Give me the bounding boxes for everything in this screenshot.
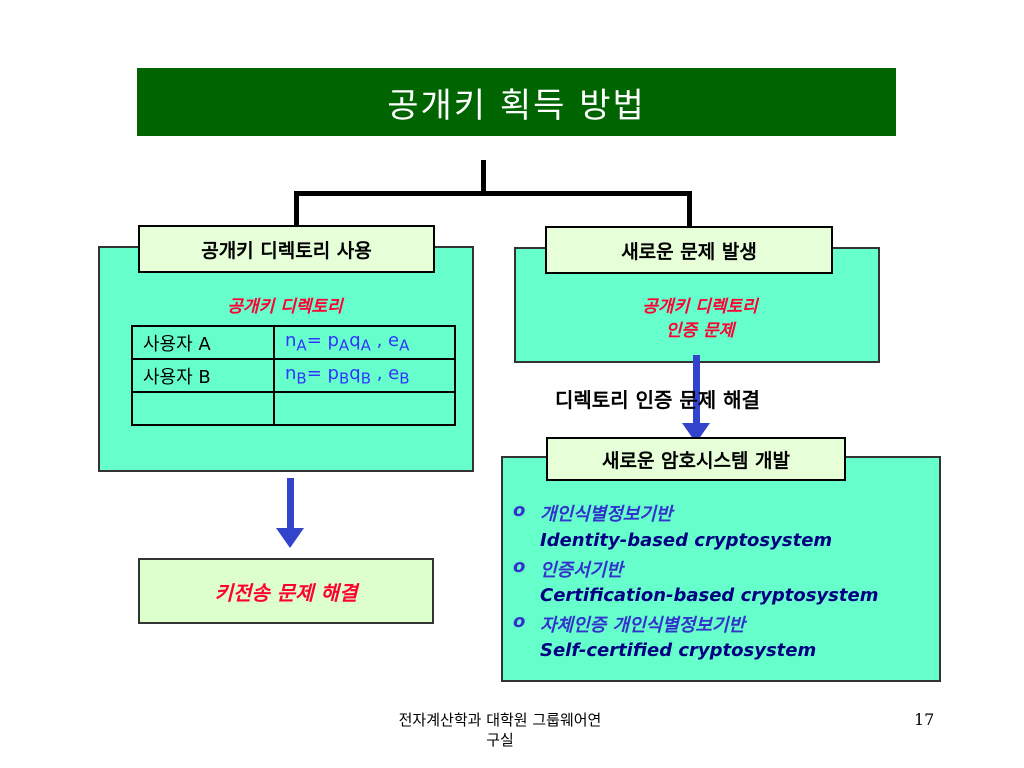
- connector-right-drop: [687, 191, 692, 227]
- table-row: 사용자 B nB= pBqB , eB: [131, 358, 456, 393]
- table-row: [131, 391, 456, 426]
- item-korean: 인증서기반: [540, 560, 623, 581]
- user-cell: 사용자 A: [131, 325, 275, 360]
- left-result-box: 키전송 문제 해결: [138, 558, 434, 624]
- directory-table: 사용자 A nA= pAqA , eA 사용자 B nB= pBqB , eB: [131, 325, 456, 426]
- connector-horizontal: [294, 191, 692, 196]
- footer-line1: 전자계산학과 대학원 그룹웨어연: [398, 711, 602, 729]
- connector-left-drop: [294, 191, 299, 227]
- item-english: Identity-based cryptosystem: [540, 530, 833, 551]
- left-arrow-head-icon: [276, 528, 304, 548]
- item-bullet: o: [513, 500, 526, 521]
- key-cell: nA= pAqA , eA: [273, 325, 456, 360]
- item-bullet: o: [513, 556, 526, 577]
- page-number: 17: [914, 710, 935, 729]
- footer-line2: 구실: [486, 731, 514, 749]
- table-row: 사용자 A nA= pAqA , eA: [131, 325, 456, 360]
- item-bullet: o: [513, 611, 526, 632]
- connector-vertical-top: [481, 160, 486, 195]
- user-cell: 사용자 B: [131, 358, 275, 393]
- resolution-text: 디렉토리 인증 문제 해결: [555, 388, 760, 412]
- user-cell: [131, 391, 275, 426]
- problem-line1: 공개키 디렉토리: [642, 297, 758, 317]
- problem-line2: 인증 문제: [665, 321, 735, 341]
- key-cell: nB= pBqB , eB: [273, 358, 456, 393]
- left-panel-label: 공개키 디렉토리 사용: [138, 225, 435, 273]
- left-arrow-shaft: [287, 478, 294, 530]
- item-korean: 개인식별정보기반: [540, 504, 673, 525]
- right-arrow-shaft: [693, 355, 700, 425]
- item-korean: 자체인증 개인식별정보기반: [540, 615, 745, 636]
- directory-subtitle: 공개키 디렉토리: [227, 297, 343, 317]
- slide-title: 공개키 획득 방법: [137, 68, 896, 136]
- item-english: Certification-based cryptosystem: [540, 585, 879, 606]
- new-system-label: 새로운 암호시스템 개발: [546, 437, 846, 481]
- key-cell: [273, 391, 456, 426]
- right-panel-label: 새로운 문제 발생: [545, 226, 833, 274]
- footer-text: 전자계산학과 대학원 그룹웨어연 구실: [340, 710, 660, 750]
- item-english: Self-certified cryptosystem: [540, 640, 817, 661]
